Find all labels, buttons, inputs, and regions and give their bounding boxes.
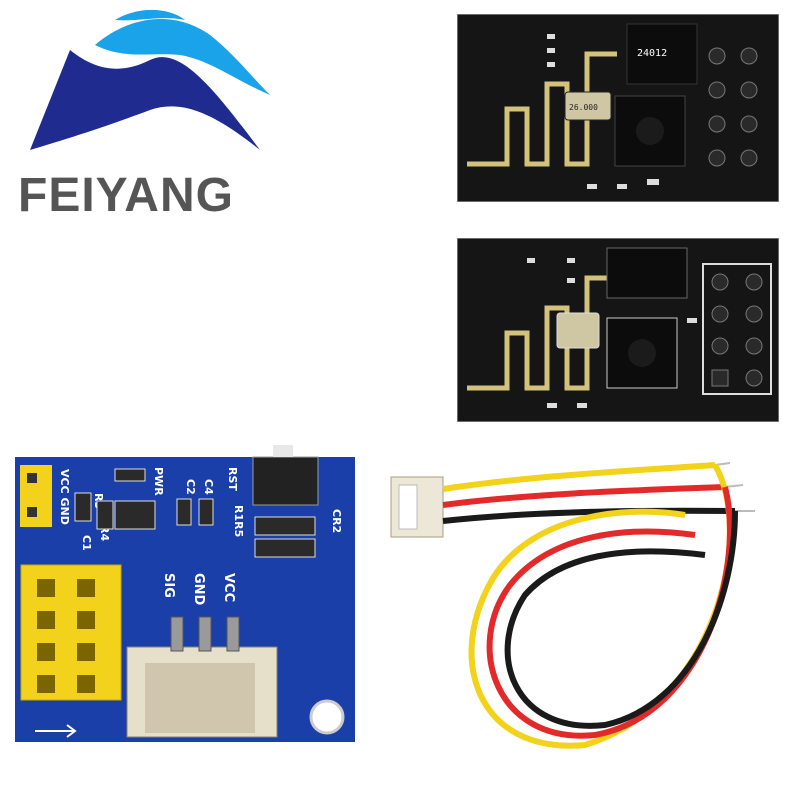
label-vcc: VCC xyxy=(221,573,236,602)
crystal-label: 26.000 xyxy=(569,103,598,112)
jst-cable xyxy=(390,462,755,749)
label-c2: C2 xyxy=(184,479,197,495)
antenna-trace xyxy=(467,51,617,167)
label-cr2: CR2 xyxy=(330,509,343,533)
flash-chip xyxy=(626,23,698,85)
label-vcc-gnd: VCC GND xyxy=(58,469,71,525)
label-sig: SIG xyxy=(161,573,176,598)
flash-chip xyxy=(606,247,688,299)
label-pwr: PWR xyxy=(152,467,165,496)
esp01-module-middle xyxy=(457,238,779,422)
mounting-hole xyxy=(309,699,345,735)
label-c1: C1 xyxy=(80,535,93,551)
header-pins xyxy=(708,47,758,167)
label-gnd: GND xyxy=(191,573,206,606)
label-c4: C4 xyxy=(202,479,215,495)
brand-logo: FEIYANG xyxy=(0,0,290,230)
esp-socket xyxy=(20,564,122,701)
reset-switch xyxy=(252,456,319,506)
crystal xyxy=(564,91,612,121)
cable-loop-black xyxy=(504,510,738,729)
esp01-module-top: 24012 26.000 xyxy=(457,14,779,202)
brand-name: FEIYANG xyxy=(18,169,234,222)
crystal xyxy=(556,312,600,349)
logo-mark-icon xyxy=(30,9,270,150)
header-pins xyxy=(711,273,763,387)
label-r1r5: R1R5 xyxy=(232,505,245,537)
flash-chip-label: 24012 xyxy=(637,48,667,59)
adapter-board: VCC GND RST PWR C2 C4 R3 R4 C1 R1R5 CR2 … xyxy=(15,445,355,742)
header-outline xyxy=(702,263,772,395)
label-rst: RST xyxy=(226,467,239,491)
antenna-trace xyxy=(467,275,617,391)
